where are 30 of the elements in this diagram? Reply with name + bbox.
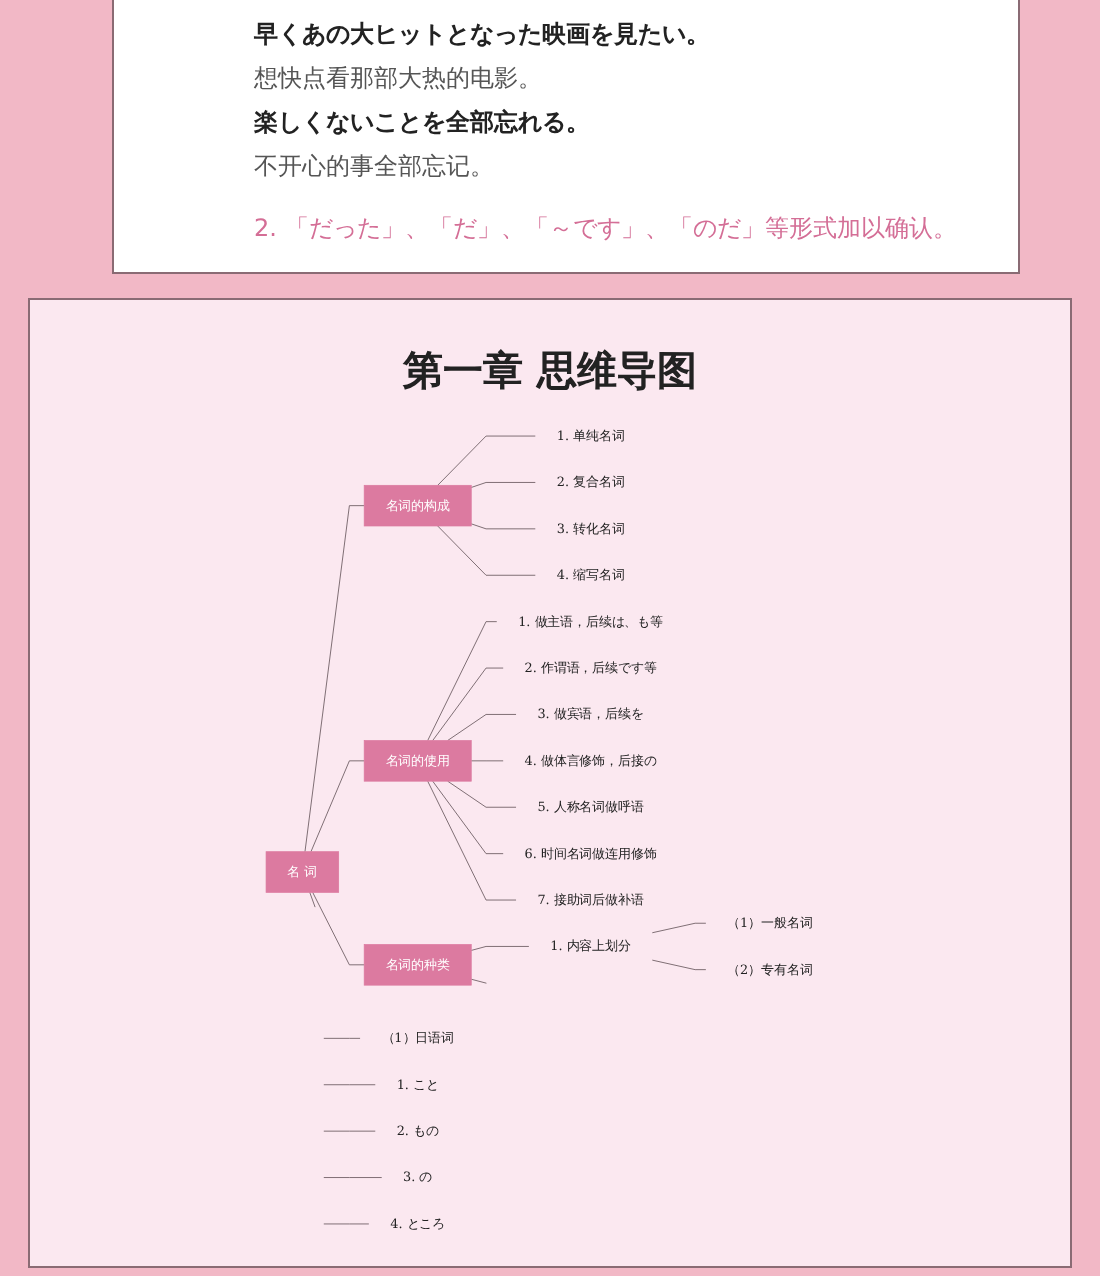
connector-line [437,525,536,576]
connector-line [432,667,504,741]
connector-line [323,1177,383,1178]
connector-line [312,891,365,966]
example-sentence: 早くあの大ヒットとなった映画を見たい。 [254,18,712,52]
translation-text: 不开心的事全部忘记。 [254,150,496,184]
connector-line [427,621,498,741]
connector-line [323,1130,376,1132]
connector-line [427,780,517,901]
connector-line [432,780,504,855]
connector-line [323,1084,376,1086]
translation-text: 想快点看那部大热的电影。 [254,62,544,96]
connector-line [310,760,365,853]
connector-line [309,891,316,908]
example-sentence: 2. 「だった」、「だ」、「～です」、「のだ」等形式加以确认。 [254,212,959,246]
connector-line [470,760,504,762]
connector-line [447,714,517,741]
connector-line [323,1037,361,1039]
mind-map-title: 第一章 思维导图 [401,344,699,398]
connector-line [470,523,536,530]
connector-line [651,922,707,934]
connector-line [470,946,530,951]
connector-line [470,978,487,984]
connector-line [323,1223,370,1225]
connector-line [304,505,365,853]
connector-line [437,435,536,486]
connector-line [651,959,707,971]
connector-line [447,780,517,808]
connector-line [470,482,536,488]
example-sentence: 楽しくないことを全部忘れる。 [254,106,592,140]
